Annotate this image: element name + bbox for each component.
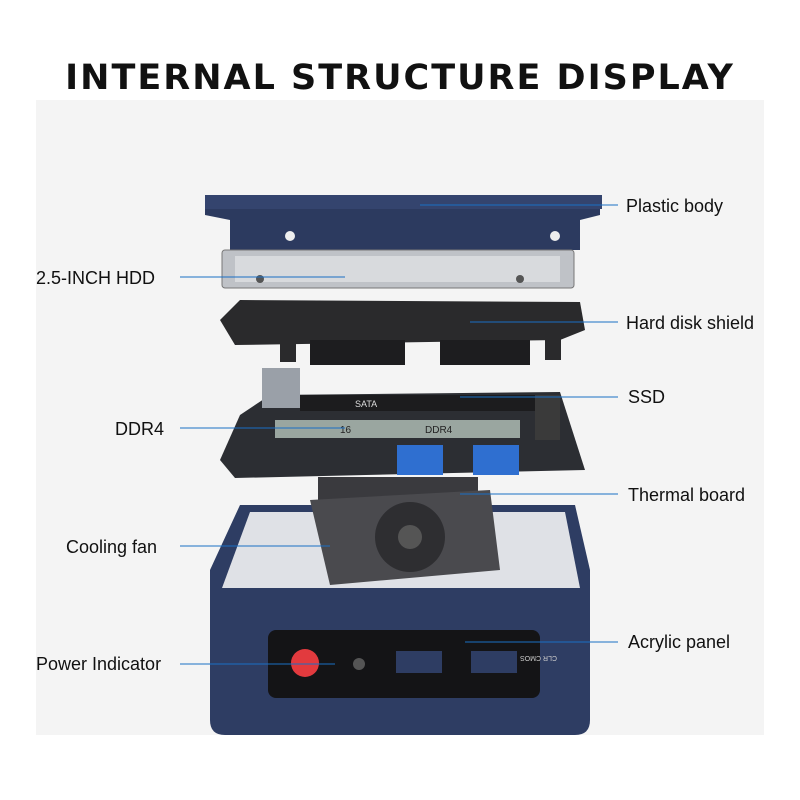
label-hard-disk-shield: Hard disk shield — [626, 313, 755, 333]
label-acrylic-panel: Acrylic panel — [628, 632, 731, 652]
ram-type-text: DDR4 — [425, 425, 453, 436]
label-thermal-board: Thermal board — [628, 485, 746, 505]
plastic-body — [205, 195, 602, 250]
audio-jack — [353, 658, 365, 670]
label-ddr4: DDR4 — [115, 419, 165, 439]
label-power-indicator: Power Indicator — [36, 654, 162, 674]
front-usb-port — [396, 651, 442, 673]
label-cooling-fan: Cooling fan — [66, 537, 158, 557]
usb-port — [473, 445, 519, 475]
io-port — [262, 368, 300, 408]
front-usb-port — [471, 651, 517, 673]
label-ssd: SSD — [628, 387, 666, 407]
page-title: INTERNAL STRUCTURE DISPLAY — [65, 58, 735, 98]
hdd — [221, 249, 575, 289]
clr-cmos-text: CLR CMOS — [520, 654, 557, 661]
ram-module — [275, 420, 520, 438]
hard-disk-shield — [220, 300, 585, 365]
ram-size-text: 16 — [340, 425, 352, 436]
power-button-icon — [291, 649, 319, 677]
ssd-text: SATA — [355, 399, 377, 409]
label-hdd: 2.5-INCH HDD — [36, 268, 156, 288]
usb-port — [397, 445, 443, 475]
leader-lines — [180, 204, 618, 665]
cooling-fan — [310, 490, 500, 585]
label-plastic-body: Plastic body — [626, 196, 724, 216]
thermal-board: SATA 16 DDR4 — [220, 368, 585, 478]
ssd-module — [300, 395, 540, 411]
